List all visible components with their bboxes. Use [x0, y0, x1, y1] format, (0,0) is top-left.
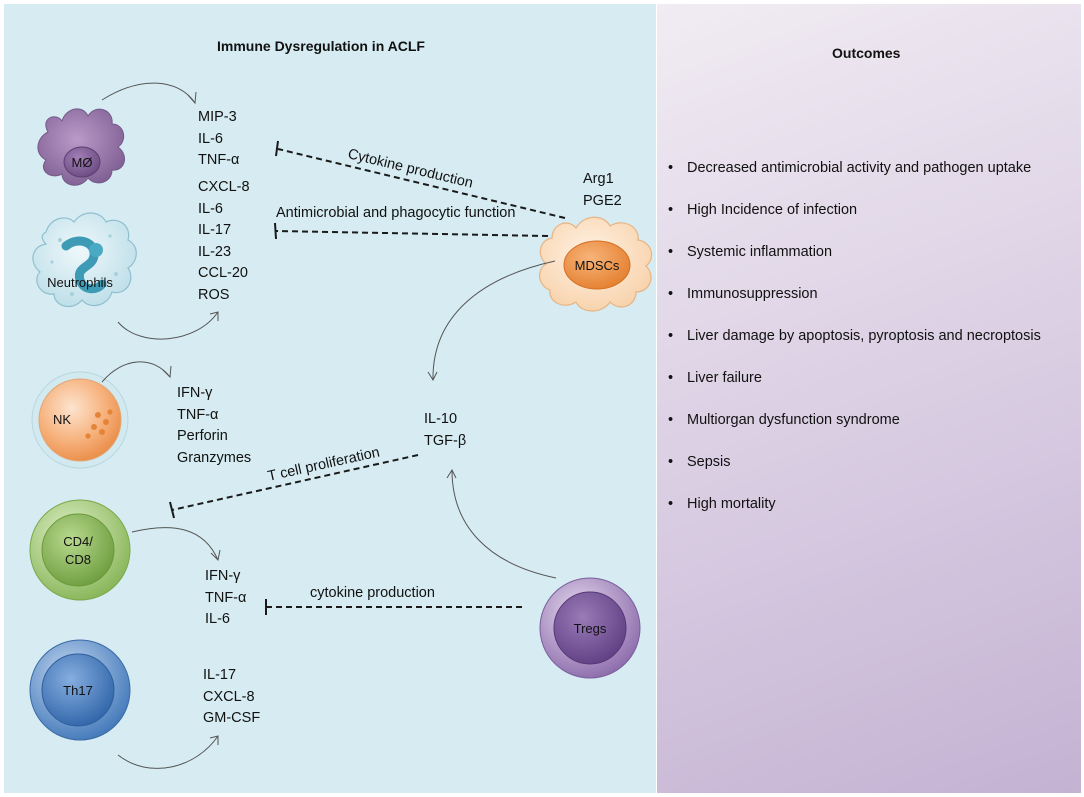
macrophage-arrowhead [187, 91, 197, 105]
production-arrows [101, 82, 557, 769]
outcomes-list: Decreased antimicrobial activity and pat… [666, 158, 1070, 536]
inhibit-cytokine-line [277, 148, 566, 219]
neutrophils-label: Neutrophils [47, 275, 113, 290]
th17-mediators: IL-17 CXCL-8 GM-CSF [203, 665, 260, 730]
left-panel-title: Immune Dysregulation in ACLF [217, 38, 425, 54]
right-panel-title: Outcomes [832, 45, 901, 61]
outcome-item: Sepsis [666, 452, 1070, 472]
mediator: IL-6 [198, 130, 223, 147]
inhibit-antimicrobial-bar [274, 222, 277, 240]
mediator: IL-6 [205, 611, 230, 627]
mediator: CXCL-8 [198, 179, 250, 195]
nk-label: NK [53, 412, 71, 427]
macrophage-label: MØ [72, 155, 93, 170]
outcomes-panel [657, 4, 1081, 793]
mdsc-cell: MDSCs [539, 216, 653, 312]
macrophage-mediators: MIP-3 IL-6 TNF-α [198, 107, 239, 172]
mediator: TNF-α [205, 589, 247, 606]
mediator: GM-CSF [203, 710, 261, 726]
mediator: IL-17 [198, 222, 232, 238]
outcome-item: Immunosuppression [666, 284, 1070, 304]
nk-arrowhead [162, 365, 172, 379]
tregs-label: Tregs [574, 621, 607, 636]
mediator: CXCL-8 [203, 688, 255, 705]
mdscs-label: MDSCs [575, 258, 620, 273]
th17-arrowhead [209, 735, 219, 745]
outcome-item: High mortality [666, 494, 1070, 514]
tcell-mediators: IFN-γ TNF-α IL-6 [205, 566, 246, 631]
tregs-cytokine-production-label: cytokine production [310, 585, 435, 601]
mdsc-to-il10-arrowhead [427, 371, 438, 382]
mediator: IFN-γ [177, 385, 213, 401]
th17-label: Th17 [63, 683, 93, 698]
macrophage-arrow [101, 82, 196, 104]
th17-arrow [117, 735, 219, 769]
outcome-item: Liver failure [666, 368, 1070, 388]
mediator: IFN-γ [205, 568, 241, 584]
mediator: TNF-α [198, 152, 240, 168]
mdsc-mediators: Arg1 PGE2 [583, 169, 622, 212]
mdsc-to-il10-arrow [432, 260, 556, 381]
mediator: CCL-20 [198, 265, 248, 281]
mediator: IL-6 [198, 200, 223, 217]
mediator: IL-23 [198, 243, 232, 260]
tregs-to-il10-arrowhead [446, 468, 457, 479]
outcome-item: High Incidence of infection [666, 200, 1070, 220]
tcell-arrowhead [210, 549, 221, 562]
tregs-cell: Tregs [539, 577, 641, 679]
mediator: IL-10 [424, 411, 458, 427]
outcome-item: Systemic inflammation [666, 242, 1070, 262]
cd8-label: CD8 [65, 552, 91, 567]
mediator: ROS [198, 286, 230, 303]
inhibit-tcell-bar [169, 501, 175, 519]
mediator: TGF-β [424, 432, 467, 449]
inhibit-tcell-line [171, 454, 419, 511]
neutrophil-cell: Neutrophils [32, 212, 137, 308]
mediator: TNF-α [177, 406, 219, 423]
neutrophil-arrow [117, 311, 219, 340]
nk-arrow [101, 361, 171, 383]
mediator: Arg1 [583, 171, 614, 187]
inhibit-antimicrobial-line [275, 230, 549, 237]
outcome-item: Multiorgan dysfunction syndrome [666, 410, 1070, 430]
outcome-item: Decreased antimicrobial activity and pat… [666, 158, 1070, 178]
neutrophil-arrowhead [209, 311, 219, 321]
tcell-arrow [131, 527, 219, 561]
neutrophil-mediators: CXCL-8 IL-6 IL-17 IL-23 CCL-20 ROS [198, 177, 250, 306]
cd4-label: CD4/ [63, 534, 93, 549]
mediator: PGE2 [583, 192, 622, 209]
cd4-cd8-cell: CD4/ CD8 [29, 499, 131, 601]
nk-mediators: IFN-γ TNF-α Perforin Granzymes [177, 383, 251, 469]
th17-cell: Th17 [29, 639, 131, 741]
mediator: Perforin [177, 428, 228, 444]
mediator: IL-17 [203, 667, 237, 683]
nk-cell: NK [31, 371, 129, 469]
suppressive-cytokines: IL-10 TGF-β [424, 409, 466, 452]
mediator: MIP-3 [198, 109, 237, 125]
inhibition-lines [169, 140, 566, 615]
antimicrobial-function-label: Antimicrobial and phagocytic function [276, 205, 516, 221]
outcome-item: Liver damage by apoptosis, pyroptosis an… [666, 326, 1070, 346]
mediator: Granzymes [177, 449, 252, 466]
inhibit-cytokine-bar [275, 140, 279, 157]
tregs-to-il10-arrow [451, 469, 557, 579]
macrophage-cell: MØ [37, 108, 126, 186]
